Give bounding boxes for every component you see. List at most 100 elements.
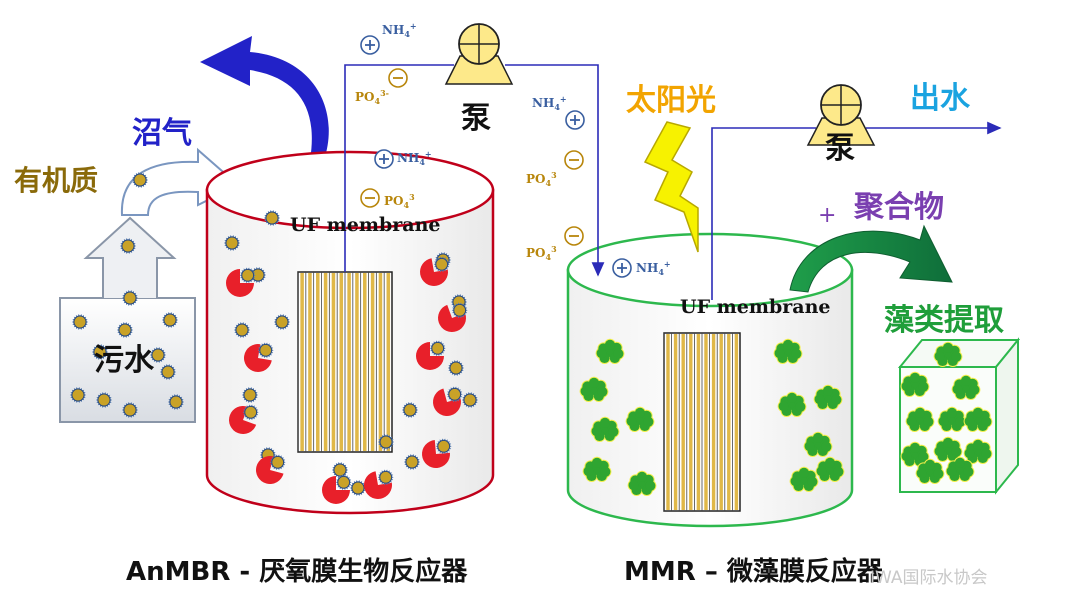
algae-cluster-icon [915, 458, 945, 484]
bacteria-icon [241, 387, 259, 403]
bacteria-icon [377, 469, 394, 486]
algae-extract-label: 藻类提取 [884, 303, 1004, 338]
pump-icon [444, 23, 514, 85]
bacteria-icon [335, 474, 352, 491]
algae-cluster-icon [900, 371, 930, 397]
bacteria-icon [159, 364, 177, 380]
algae-cluster-icon [789, 466, 819, 492]
bacteria-icon [401, 402, 419, 418]
ion-label: PO43- [355, 88, 389, 106]
pump-icon [806, 84, 876, 146]
bacteria-icon [349, 480, 367, 496]
bacteria-icon [242, 404, 259, 421]
algae-cluster-icon [627, 470, 657, 496]
algae-cluster-icon [803, 431, 833, 457]
lightning-icon [643, 121, 699, 253]
bacteria-icon [416, 342, 444, 370]
bacteria-icon [119, 238, 137, 254]
bacteria-icon [71, 314, 89, 330]
bacteria-icon [256, 456, 284, 484]
ion-label: NH4+ [382, 21, 417, 39]
minus-ion-icon [564, 150, 584, 170]
sunlight-label: 太阳光 [626, 83, 716, 118]
bacteria-icon [226, 269, 254, 297]
bacteria-icon [438, 304, 466, 332]
bacteria-icon [257, 342, 274, 359]
bacteria-icon [422, 440, 450, 468]
uf-membrane-label-right: UF membrane [680, 296, 830, 318]
caption-mmr: MMR – 微藻膜反应器 [624, 556, 884, 587]
algae-cluster-icon [582, 456, 612, 482]
bacteria-icon [429, 340, 446, 357]
algae-cluster-icon [595, 338, 625, 364]
bacteria-icon [244, 344, 272, 372]
wastewater-label: 污水 [94, 343, 155, 378]
bacteria-icon [403, 454, 421, 470]
algae-cluster-icon [773, 338, 803, 364]
effluent-label: 出水 [910, 81, 971, 116]
bacteria-icon [420, 258, 448, 286]
bacteria-icon [433, 388, 461, 416]
algae-cluster-icon [933, 341, 963, 367]
algae-cluster-icon [945, 456, 975, 482]
bacteria-icon [435, 438, 452, 455]
bacteria-icon [167, 394, 185, 410]
algae-cluster-icon [815, 456, 845, 482]
plus-ion-icon [360, 35, 380, 55]
algae-cluster-icon [937, 406, 967, 432]
plus-ion-icon [565, 110, 585, 130]
minus-ion-icon [360, 188, 380, 208]
bacteria-icon [149, 347, 167, 363]
pump-label-2: 泵 [825, 131, 855, 166]
bacteria-icon [263, 210, 281, 226]
watermark: IWA国际水协会 [870, 568, 988, 588]
bacteria-icon [331, 462, 349, 478]
wastewater-tank [59, 216, 196, 423]
bacteria-icon [433, 256, 450, 273]
bacteria-icon [95, 392, 113, 408]
biogas-arrow [200, 36, 329, 160]
polymer-label: 聚合物 [853, 190, 944, 225]
permeate-pipe [344, 64, 1002, 300]
polymer-arrow [789, 224, 953, 293]
bacteria-icon [69, 387, 87, 403]
bacteria-icon [447, 360, 465, 376]
uf-membrane-label-left: UF membrane [290, 214, 440, 236]
algae-cluster-icon [963, 406, 993, 432]
bacteria-icon [229, 406, 257, 434]
uf-membrane-module-right [663, 332, 741, 512]
algae-cluster-icon [777, 391, 807, 417]
algae-cluster-icon [813, 384, 843, 410]
uf-membrane-module-left [297, 271, 393, 453]
bacteria-icon [121, 290, 139, 306]
algae-cluster-icon [905, 406, 935, 432]
bacteria-icon [161, 312, 179, 328]
ion-label: PO43 [526, 244, 557, 262]
bacteria-icon [461, 392, 479, 408]
ion-label: PO43 [526, 170, 557, 188]
biogas-label: 沼气 [132, 116, 192, 151]
minus-ion-icon [564, 226, 584, 246]
bacteria-icon [269, 454, 286, 471]
algae-cluster-icon [590, 416, 620, 442]
bacteria-icon [273, 314, 291, 330]
bacteria-icon [223, 235, 241, 251]
algae-cluster-icon [951, 374, 981, 400]
ion-label: NH4+ [532, 94, 567, 112]
bacteria-icon [364, 471, 392, 499]
polymer-plus: + [818, 203, 836, 228]
bacteria-icon [233, 322, 251, 338]
bacteria-icon [91, 344, 109, 360]
caption-anmbr: AnMBR - 厌氧膜生物反应器 [126, 556, 468, 587]
bacteria-icon [116, 322, 134, 338]
bacteria-icon [446, 386, 463, 403]
bacteria-icon [322, 476, 350, 504]
bacteria-icon [121, 402, 139, 418]
bacteria-icon [377, 434, 395, 450]
plus-ion-icon [612, 258, 632, 278]
bacteria-icon [451, 302, 468, 319]
bacteria-icon [131, 172, 149, 188]
algae-cluster-icon [625, 406, 655, 432]
